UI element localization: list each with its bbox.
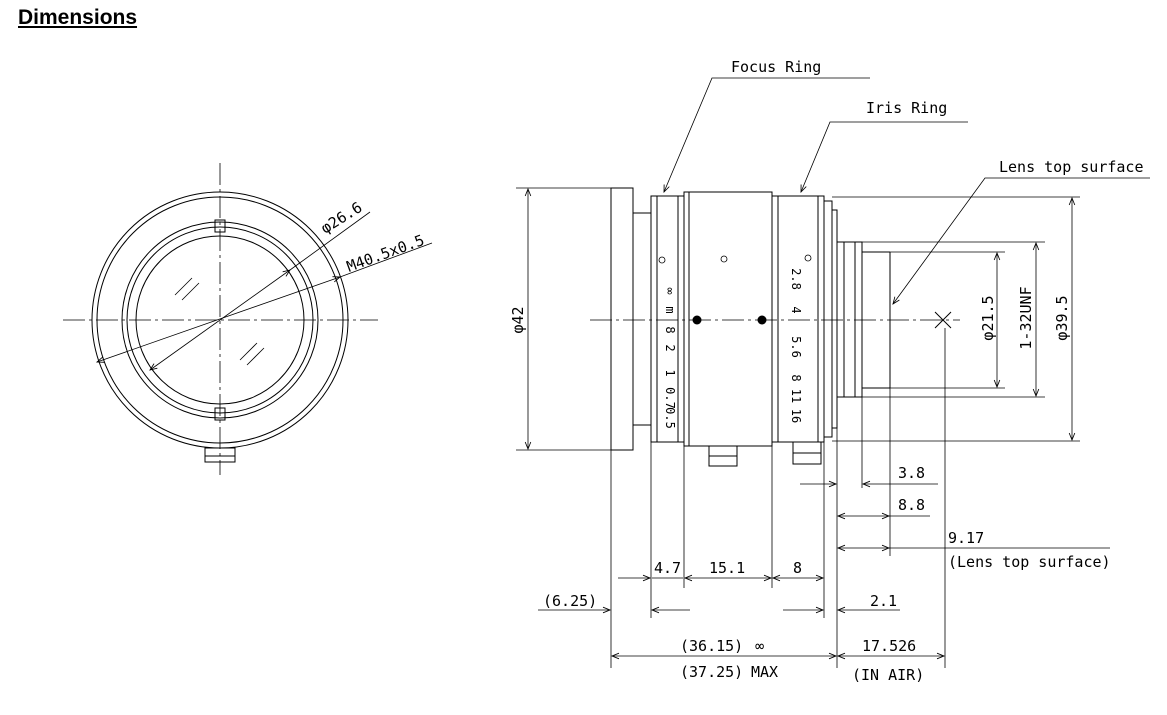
iris-ring-callout: Iris Ring	[866, 99, 947, 117]
iris-scale-11: 11	[789, 389, 803, 403]
bottom-notch	[214, 407, 226, 421]
focus-scale-1: 1	[663, 369, 677, 376]
top-notch	[214, 219, 226, 233]
iris-scale: 2.8 4 5.6 8 11 16	[789, 268, 803, 423]
iris-scale-2.8: 2.8	[789, 268, 803, 290]
iris-ring-mark	[804, 254, 812, 262]
mount-thread-label: 1-32UNF	[1017, 286, 1035, 349]
infinity-symbol: ∞	[755, 637, 764, 655]
dim-8.8: 8.8	[898, 496, 925, 514]
in-air-label: (IN AIR)	[852, 666, 924, 684]
focus-scale: ∞ m 8 2 1 0.7 0.5	[663, 287, 677, 428]
rear-flange	[823, 200, 833, 438]
focus-scale-2: 2	[663, 344, 677, 351]
focus-ring-mark	[658, 256, 666, 264]
focus-scale-0.7: 0.7	[663, 387, 677, 409]
iris-scale-5.6: 5.6	[789, 336, 803, 358]
barrel-mark	[720, 255, 728, 263]
rear-inner-diameter-label: φ21.5	[979, 295, 997, 340]
iris-index-dot	[757, 315, 767, 325]
front-thread-label: M40.5x0.5	[344, 231, 427, 276]
max-label: MAX	[751, 663, 778, 681]
front-screw-knob	[204, 447, 236, 463]
c-mount-body	[836, 241, 863, 398]
lens-top-surface-callout: Lens top surface	[999, 158, 1144, 176]
dim-8: 8	[793, 559, 802, 577]
side-view: ∞ m 8 2 1 0.7 0.5 2.8 4 5.6 8 11 16 Focu…	[509, 58, 1150, 684]
dim-2.1: 2.1	[870, 592, 897, 610]
focus-scale-8: 8	[663, 326, 677, 333]
focus-scale-inf: ∞	[663, 287, 677, 294]
focus-scale-m: m	[663, 306, 677, 313]
focus-scale-0.5: 0.5	[663, 407, 677, 429]
dim-6.25: (6.25)	[543, 592, 597, 610]
front-view: φ26.6 M40.5x0.5	[63, 163, 433, 475]
iris-scale-4: 4	[789, 306, 803, 313]
page-title: Dimensions	[18, 6, 138, 29]
dim-15.1: 15.1	[709, 559, 745, 577]
dim-3.8: 3.8	[898, 464, 925, 482]
focus-index-dot	[692, 315, 702, 325]
front-diameter-label: φ26.6	[318, 198, 366, 237]
front-flange	[610, 187, 634, 451]
focus-ring-callout: Focus Ring	[731, 58, 821, 76]
dim-9.17-note: (Lens top surface)	[948, 553, 1111, 571]
dim-37.25: (37.25)	[680, 663, 743, 681]
iris-ring	[771, 195, 825, 443]
iris-scale-16: 16	[789, 409, 803, 423]
outer-diameter-label: φ42	[509, 306, 527, 333]
dim-36.15: (36.15)	[680, 637, 743, 655]
iris-scale-8: 8	[789, 374, 803, 381]
front-step	[632, 212, 652, 426]
rear-outer-diameter-label: φ39.5	[1053, 295, 1071, 340]
dim-17.526: 17.526	[862, 637, 916, 655]
dim-4.7: 4.7	[654, 559, 681, 577]
dim-9.17: 9.17	[948, 529, 984, 547]
